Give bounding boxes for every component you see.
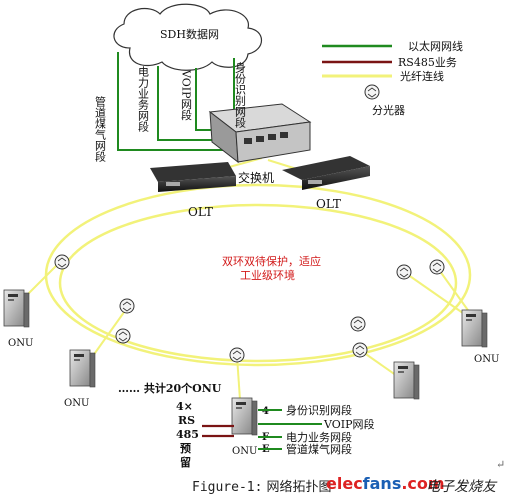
olt-right-label: OLT — [316, 197, 341, 211]
legend-ethernet: 以太网网线 — [408, 39, 463, 53]
watermark-brand-a: elec — [326, 474, 363, 493]
onu-device-2 — [69, 349, 96, 388]
ring-note-line2: 工业级环境 — [240, 268, 295, 282]
splitter-icon — [352, 342, 368, 358]
bottom-ethernet-lines — [258, 409, 322, 450]
cloud-label: SDH数据网 — [160, 27, 219, 41]
ring-note-line1: 双环双待保护，适应 — [222, 254, 321, 268]
legend-splitter: 分光器 — [372, 103, 405, 117]
svg-text:电力业务网段: 电力业务网段 — [137, 66, 150, 133]
figure-caption: Figure-1:网络拓扑图 — [192, 476, 331, 495]
caption-prefix: Figure-1: — [192, 480, 263, 495]
watermark-cn: 电子发烧友 — [426, 479, 496, 495]
splitter-icon — [229, 347, 245, 363]
bottom-gas-label: 管道煤气网段 — [286, 442, 352, 456]
switch-device — [208, 103, 312, 164]
port-letter-1: 4 — [262, 406, 269, 417]
caption-title: 网络拓扑图 — [266, 480, 332, 495]
onu-label-3: ONU — [232, 446, 257, 457]
watermark-brand-c: .com — [401, 474, 445, 493]
sdh-cloud — [113, 3, 263, 71]
segment-identity-label: 身份识别网段 — [234, 61, 247, 129]
splitter-icon — [54, 254, 70, 270]
svg-text:485: 485 — [176, 428, 199, 441]
bottom-identity-label: 身份识别网段 — [286, 403, 352, 417]
rs485-lines — [202, 424, 234, 438]
splitter-icon — [429, 259, 445, 275]
segment-voip-label: VOIP网段 — [180, 69, 193, 121]
svg-text:身份识别网段: 身份识别网段 — [234, 61, 247, 129]
segment-power-label: 电力业务网段 — [137, 66, 150, 133]
legend-rs485: RS485业务 — [398, 56, 457, 69]
onu-device-4 — [393, 361, 420, 400]
splitter-icon — [396, 264, 412, 280]
switch-label: 交换机 — [238, 170, 274, 185]
svg-text:预: 预 — [180, 441, 191, 455]
svg-text:留: 留 — [180, 455, 191, 469]
bottom-power-label: 电力业务网段 — [286, 430, 352, 444]
segment-gas-label: 管道煤气网段 — [94, 95, 107, 163]
watermark-brand: elecfans.com — [326, 474, 445, 493]
olt-left-label: OLT — [188, 205, 213, 219]
splitter-icon — [115, 328, 131, 344]
legend-splitter-icon — [364, 84, 380, 100]
onu-device-1 — [3, 289, 30, 328]
splitter-icon — [350, 316, 366, 332]
fiber-ring-inner — [58, 203, 458, 363]
rs485-note: 4× RS 485 预 留 — [176, 400, 199, 469]
svg-text:RS: RS — [178, 414, 195, 427]
onu-label-1: ONU — [8, 338, 33, 349]
olt-left-device — [150, 162, 236, 192]
watermark-brand-b: fans — [362, 474, 402, 493]
onu-device-3 — [231, 397, 258, 436]
legend: 以太网网线 RS485业务 光纤连线 分光器 — [322, 39, 463, 117]
onu-device-5 — [461, 309, 488, 348]
legend-fiber: 光纤连线 — [400, 69, 444, 83]
onu-label-2: ONU — [64, 398, 89, 409]
splitter-icon — [119, 298, 135, 314]
total-onu-note: …… 共计20个ONU — [118, 381, 222, 395]
onu-label-4: ONU — [474, 354, 499, 365]
svg-text:VOIP网段: VOIP网段 — [180, 69, 193, 121]
svg-text:管道煤气网段: 管道煤气网段 — [94, 95, 107, 163]
svg-text:4×: 4× — [176, 400, 193, 413]
return-mark: ↵ — [496, 458, 505, 471]
bottom-voip-label: VOIP网段 — [323, 417, 375, 431]
olt-right-device — [282, 156, 370, 190]
